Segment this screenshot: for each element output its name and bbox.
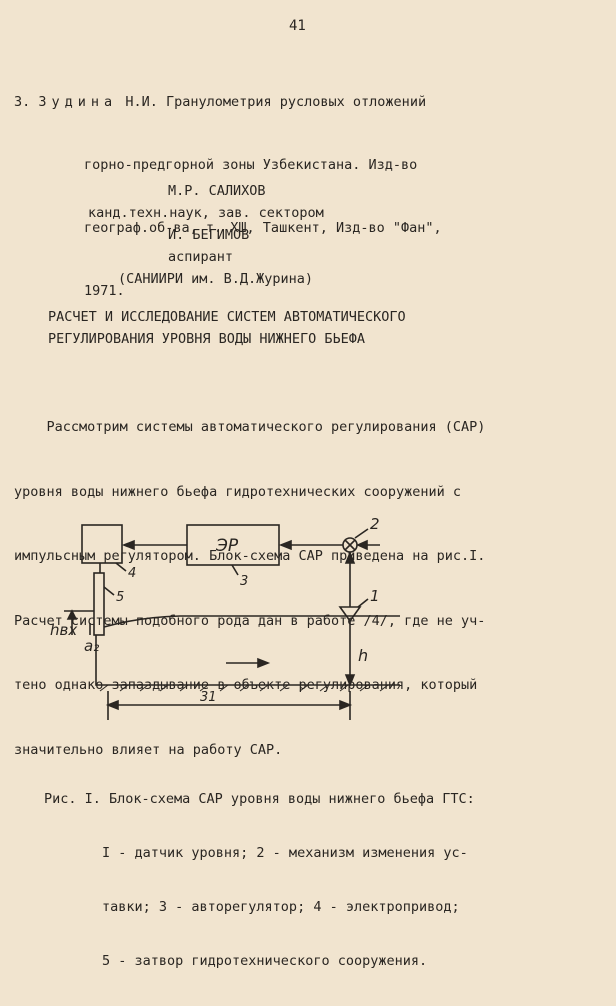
level-sensor bbox=[338, 606, 362, 623]
author1-position: канд.техн.наук, зав. сектором bbox=[88, 205, 324, 221]
body-line-3: импульсным регулятором. Блок-схема САР п… bbox=[14, 548, 486, 564]
caption-line-2: I - датчик уровня; 2 - механизм изменени… bbox=[102, 845, 468, 861]
downstream-water-level bbox=[103, 615, 400, 628]
body-line-2: уровня воды нижнего бьефа гидротехническ… bbox=[14, 483, 462, 500]
reference-entry: 3. Зудина Н.И. Гранулометрия русловых от… bbox=[14, 50, 442, 344]
reference-title: Гранулометрия русловых отложений bbox=[165, 94, 427, 110]
label-1: 1 bbox=[370, 587, 380, 605]
figure-caption: Рис. I. Блок-схема САР уровня воды нижне… bbox=[44, 754, 475, 1006]
label-a2: a₂ bbox=[84, 637, 99, 655]
arrow-to-regulator bbox=[278, 539, 292, 551]
body-line-1: Рассмотрим системы автоматического регул… bbox=[14, 419, 486, 435]
reference-line-1: 3. Зудина Н.И. Гранулометрия русловых от… bbox=[14, 92, 442, 113]
gate bbox=[93, 572, 105, 636]
caption-line-3: тавки; 3 - авторегулятор; 4 - электропри… bbox=[102, 899, 460, 915]
reference-author-surname: Зудина bbox=[38, 94, 118, 110]
electric-drive-box bbox=[81, 524, 123, 564]
title-line-2: РЕГУЛИРОВАНИЯ УРОВНЯ ВОДЫ НИЖНЕГО БЬЕФА bbox=[48, 331, 365, 347]
regulator-label: ЭР bbox=[215, 536, 239, 556]
caption-line-1: Рис. I. Блок-схема САР уровня воды нижне… bbox=[44, 791, 475, 807]
label-4: 4 bbox=[128, 566, 136, 581]
reference-initials: Н.И. bbox=[125, 94, 158, 110]
reference-line-2: горно-предгорной зоны Узбекистана. Изд-в… bbox=[84, 157, 418, 173]
label-2: 2 bbox=[370, 515, 380, 533]
title-line-1: РАСЧЕТ И ИССЛЕДОВАНИЕ СИСТЕМ АВТОМАТИЧЕС… bbox=[48, 309, 406, 325]
label-h: h bbox=[358, 646, 368, 665]
label-3: 3 bbox=[240, 574, 248, 589]
block-diagram: ЭР 4 3 2 1 5 hвх a₂ h 31 bbox=[50, 515, 400, 720]
arrow-to-drive bbox=[121, 539, 135, 551]
label-h-inlet: hвх bbox=[50, 621, 77, 639]
reference-line-3: географ.об-ва, т. ХШ, Ташкент, Изд-во "Ф… bbox=[84, 220, 442, 236]
body-line-6: значительно влияет на работу САР. bbox=[14, 741, 283, 758]
institution: (САНИИРИ им. В.Д.Журина) bbox=[118, 271, 314, 287]
label-length: 31 bbox=[200, 690, 217, 705]
reference-line-4: 1971. bbox=[84, 283, 125, 299]
channel-bed bbox=[95, 635, 400, 686]
author1-name: М.Р. САЛИХОВ bbox=[168, 183, 266, 199]
reference-number: 3. bbox=[14, 94, 31, 110]
author2-name: И. БЕГИМОВ bbox=[168, 227, 250, 243]
caption-line-4: 5 - затвор гидротехнического сооружения. bbox=[102, 953, 428, 969]
body-line-5: тено однако запаздывание в объекте регул… bbox=[14, 677, 478, 693]
page-number: 41 bbox=[289, 18, 306, 34]
label-5: 5 bbox=[116, 590, 124, 605]
author2-position: аспирант bbox=[168, 249, 234, 265]
